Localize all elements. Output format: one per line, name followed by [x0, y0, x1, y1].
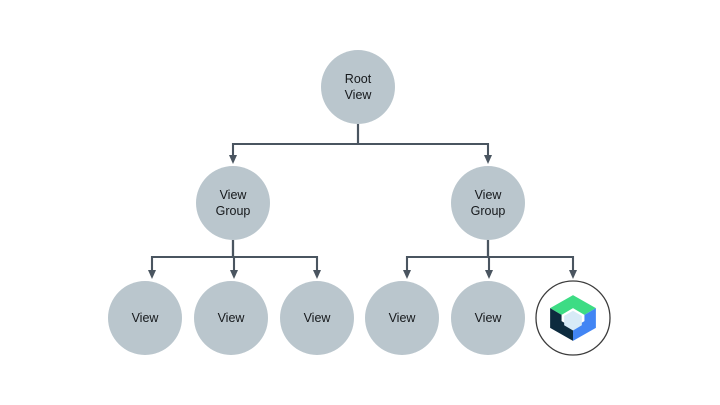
- view-node-1[interactable]: View: [108, 281, 182, 355]
- node-label-line-1: View: [220, 188, 248, 202]
- edge-path: [486, 240, 575, 270]
- view-node-4[interactable]: View: [365, 281, 439, 355]
- node-label-line-2: Group: [216, 204, 251, 218]
- edge-arrowhead-icon: [230, 270, 238, 279]
- node-shape: [196, 166, 270, 240]
- edge-arrowhead-icon: [148, 270, 156, 279]
- compose-cube-left-face: [550, 308, 573, 341]
- node-label-line-1: View: [132, 311, 160, 325]
- edge-root-to-view-group-right: [356, 124, 492, 164]
- node-shape: [321, 50, 395, 124]
- node-label-line-1: View: [304, 311, 332, 325]
- edge-arrowhead-icon: [569, 270, 577, 279]
- edge-view-group-right-to-view-4: [403, 240, 490, 279]
- node-label-line-1: Root: [345, 72, 372, 86]
- edge-view-group-left-to-view-3: [231, 240, 321, 279]
- jetpack-compose-logo-icon: [550, 295, 596, 341]
- view-node-5[interactable]: View: [451, 281, 525, 355]
- edge-arrowhead-icon: [229, 155, 237, 164]
- compose-cube-right-face: [573, 308, 596, 341]
- node-label-line-1: View: [475, 188, 503, 202]
- node-shape: [280, 281, 354, 355]
- edge-path: [150, 240, 235, 270]
- edge-view-group-left-to-view-1: [148, 240, 235, 279]
- node-shape: [451, 281, 525, 355]
- node-label-line-1: View: [389, 311, 417, 325]
- node-shape: [194, 281, 268, 355]
- node-shape: [108, 281, 182, 355]
- edges-layer: [148, 124, 577, 279]
- compose-cube-center-hexagon: [564, 310, 582, 331]
- edge-arrowhead-icon: [403, 270, 411, 279]
- edge-arrowhead-icon: [485, 270, 493, 279]
- jetpack-compose-node[interactable]: [535, 280, 611, 356]
- node-shape: [365, 281, 439, 355]
- edge-path: [231, 124, 360, 155]
- edge-path: [405, 240, 490, 270]
- edge-view-group-right-to-compose: [486, 240, 577, 279]
- compose-cube-top-face: [550, 295, 596, 315]
- view-node-3[interactable]: View: [280, 281, 354, 355]
- edge-root-to-view-group-left: [229, 124, 360, 164]
- node-label-line-2: Group: [471, 204, 506, 218]
- node-label-line-1: View: [475, 311, 503, 325]
- edge-arrowhead-icon: [313, 270, 321, 279]
- edge-path: [231, 240, 319, 270]
- node-shape: [451, 166, 525, 240]
- edge-path: [356, 124, 490, 155]
- view-node-2[interactable]: View: [194, 281, 268, 355]
- node-label-line-1: View: [218, 311, 246, 325]
- node-label-line-2: View: [345, 88, 373, 102]
- edge-arrowhead-icon: [484, 155, 492, 164]
